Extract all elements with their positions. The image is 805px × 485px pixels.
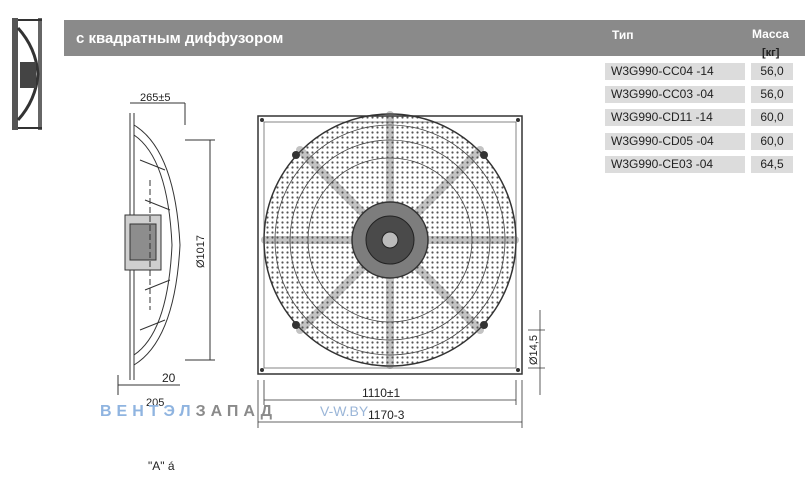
spec-mass: 60,0	[751, 133, 793, 150]
spec-mass: 56,0	[751, 63, 793, 80]
spec-type: W3G990-CC03 -04	[605, 86, 745, 103]
spec-type: W3G990-CC04 -14	[605, 63, 745, 80]
spec-type: W3G990-CD05 -04	[605, 133, 745, 150]
dim-hole: Ø14,5	[528, 335, 540, 365]
watermark-brand: ВЕНТЭЛЗАПАД	[100, 403, 277, 420]
section-title: с квадратным диффузором	[76, 30, 284, 47]
spec-mass: 60,0	[751, 109, 793, 126]
dim-side-width: 265±5	[140, 92, 171, 104]
header-bar	[64, 20, 805, 56]
watermark-url: V-W.BY	[320, 403, 369, 419]
spec-type: W3G990-CE03 -04	[605, 156, 745, 173]
spec-type: W3G990-CD11 -14	[605, 109, 745, 126]
spec-mass: 56,0	[751, 86, 793, 103]
footnote-text: "A" á	[148, 459, 175, 473]
dim-flange: 20	[162, 371, 176, 385]
dim-diameter: Ø1017	[195, 235, 207, 268]
front-view	[257, 111, 523, 375]
fan-thumbnail-icon	[12, 18, 42, 130]
side-view	[117, 102, 215, 395]
dim-base: 205	[146, 397, 164, 409]
dim-outer-width: 1170-3	[368, 408, 405, 422]
column-header-mass: Масса	[752, 27, 789, 41]
column-header-type: Тип	[612, 28, 634, 42]
dimension-lines	[257, 310, 545, 428]
column-header-mass-unit: [кг]	[762, 47, 780, 59]
dim-inner-width: 1110±1	[362, 386, 401, 400]
spec-mass: 64,5	[751, 156, 793, 173]
